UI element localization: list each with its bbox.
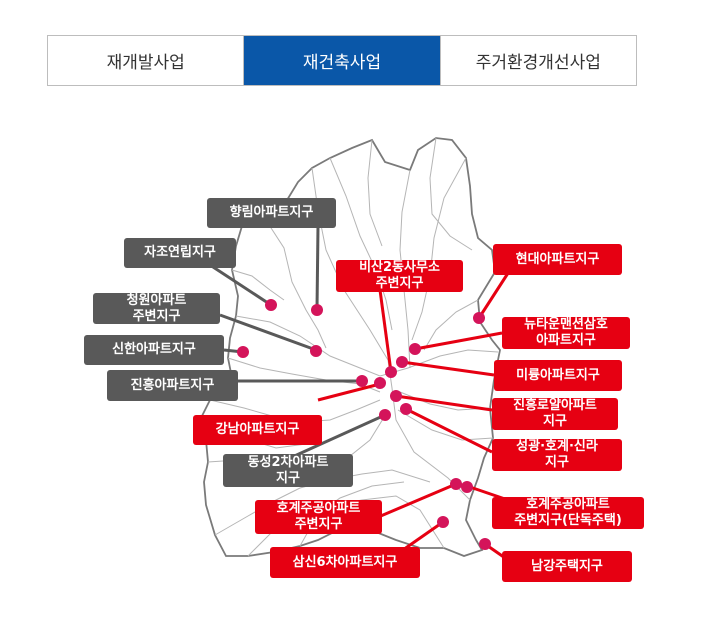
site-label-miryung[interactable]: 미륭아파트지구 <box>494 360 622 391</box>
site-marker[interactable] <box>265 299 277 311</box>
site-label-line: 지구 <box>545 455 569 470</box>
site-label-line: 호계주공아파트 <box>526 497 610 512</box>
site-marker[interactable] <box>473 312 485 324</box>
site-label-newtown[interactable]: 뉴타운맨션삼호 아파트지구 <box>502 317 630 349</box>
site-label-jinheung[interactable]: 진흥아파트지구 <box>107 370 238 401</box>
site-marker[interactable] <box>385 366 397 378</box>
site-label-hyundai[interactable]: 현대아파트지구 <box>493 244 622 275</box>
tab-residential-improvement[interactable]: 주거환경개선사업 <box>440 36 636 85</box>
site-marker[interactable] <box>409 343 421 355</box>
site-label-line: 주변지구 <box>294 517 343 532</box>
site-marker[interactable] <box>374 377 386 389</box>
site-label-bisan[interactable]: 비산2동사무소 주변지구 <box>336 260 463 292</box>
site-marker[interactable] <box>479 538 491 550</box>
site-label-dongseong[interactable]: 동성2차아파트 지구 <box>223 454 353 487</box>
site-marker[interactable] <box>356 375 368 387</box>
in-progress-connectors <box>317 269 512 562</box>
site-label-jinheung-royal[interactable]: 진흥로얄아파트 지구 <box>492 398 618 430</box>
site-label-line: 주변지구(단독주택) <box>514 513 622 528</box>
site-marker[interactable] <box>390 390 402 402</box>
site-label-line: 주변지구 <box>375 276 424 291</box>
site-label-line: 뉴타운맨션삼호 <box>524 317 608 332</box>
site-label-jajo[interactable]: 자조연립지구 <box>124 238 236 268</box>
site-label-seonggwang[interactable]: 성광·호계·신라 지구 <box>492 439 622 471</box>
site-marker[interactable] <box>310 345 322 357</box>
site-marker[interactable] <box>450 478 462 490</box>
site-label-gangnam[interactable]: 강남아파트지구 <box>193 415 322 445</box>
site-marker[interactable] <box>437 516 449 528</box>
site-label-line: 지구 <box>543 414 567 429</box>
site-marker[interactable] <box>379 409 391 421</box>
site-marker[interactable] <box>400 403 412 415</box>
site-label-hogye-houses[interactable]: 호계주공아파트 주변지구(단독주택) <box>492 497 644 529</box>
site-label-line: 비산2동사무소 <box>359 260 440 275</box>
site-marker[interactable] <box>396 356 408 368</box>
site-label-hyangrim[interactable]: 향림아파트지구 <box>207 198 336 228</box>
site-label-line: 성광·호계·신라 <box>516 439 598 454</box>
site-label-cheongwon[interactable]: 청원아파트 주변지구 <box>93 293 220 324</box>
completed-connectors <box>209 225 386 460</box>
site-marker[interactable] <box>461 481 473 493</box>
site-label-hogye-area[interactable]: 호계주공아파트 주변지구 <box>255 500 382 534</box>
tab-redevelopment[interactable]: 재개발사업 <box>48 36 245 85</box>
tab-reconstruction[interactable]: 재건축사업 <box>244 36 441 85</box>
site-label-line: 지구 <box>276 470 300 486</box>
site-label-line: 동성2차아파트 <box>247 454 329 470</box>
site-label-line: 아파트지구 <box>536 333 596 348</box>
site-label-samsin[interactable]: 삼신6차아파트지구 <box>270 547 420 578</box>
site-label-namgang[interactable]: 남강주택지구 <box>502 551 632 582</box>
site-marker[interactable] <box>237 346 249 358</box>
project-type-tabs: 재개발사업 재건축사업 주거환경개선사업 <box>47 35 637 86</box>
site-label-line: 진흥로얄아파트 <box>513 398 597 413</box>
site-marker[interactable] <box>311 304 323 316</box>
site-label-line: 청원아파트 <box>126 292 187 308</box>
site-label-shinhan[interactable]: 신한아파트지구 <box>84 335 224 365</box>
site-label-line: 주변지구 <box>132 308 181 324</box>
site-label-line: 호계주공아파트 <box>276 501 361 516</box>
